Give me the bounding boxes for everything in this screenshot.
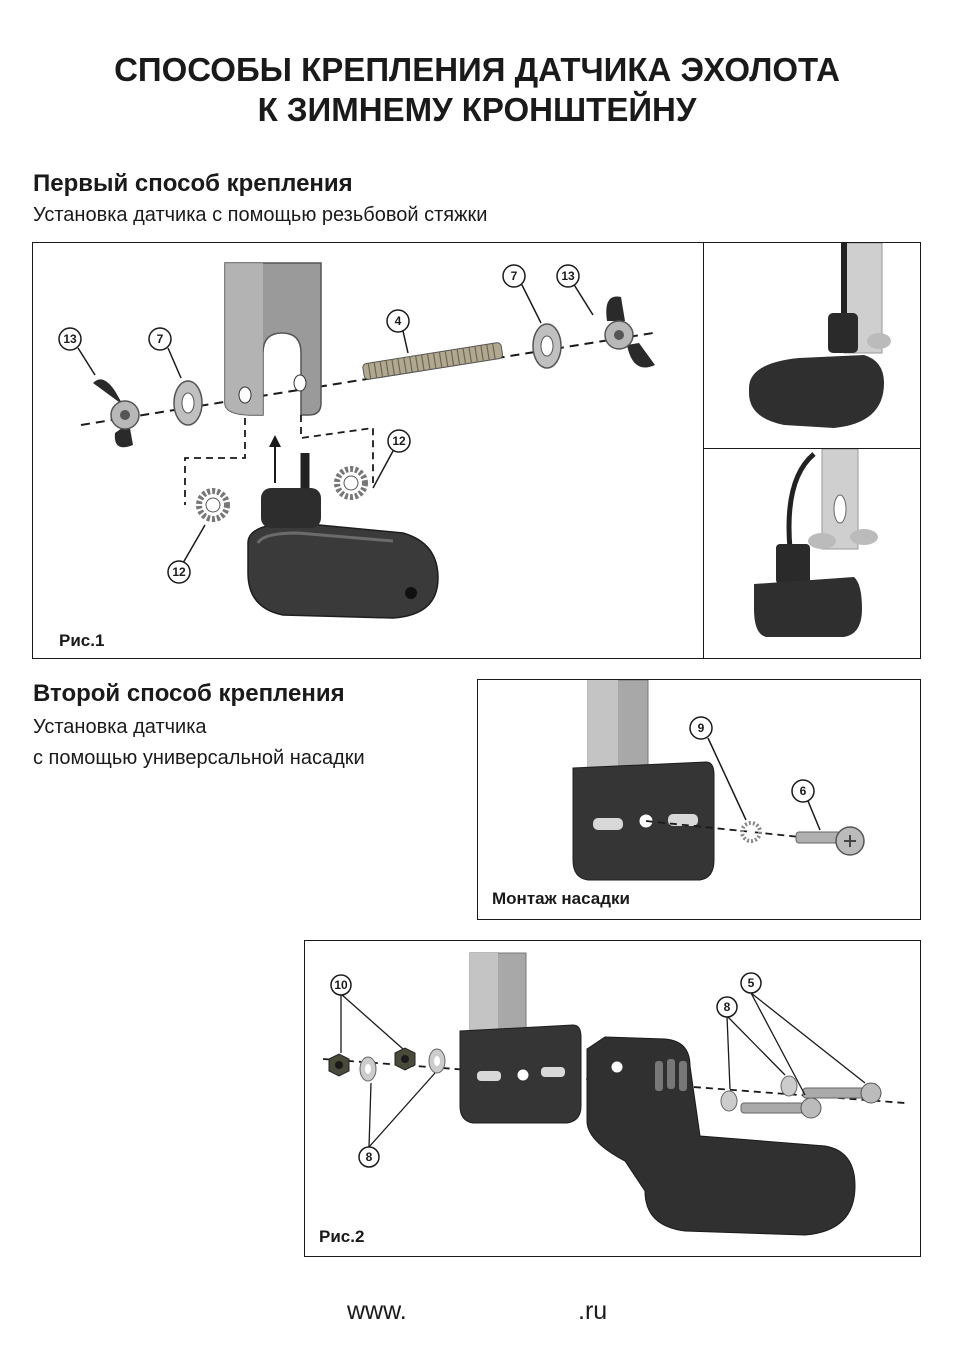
callout-8-washers-right: 8 — [716, 996, 738, 1018]
page-title: СПОСОБЫ КРЕПЛЕНИЯ ДАТЧИКА ЭХОЛОТА К ЗИМН… — [0, 50, 954, 130]
photo-mounted-side-view — [754, 448, 878, 637]
callout-9-lock-washer: 9 — [689, 716, 713, 740]
svg-text:6: 6 — [800, 784, 807, 798]
footer-url-suffix: .ru — [578, 1297, 608, 1325]
adapter-mount-caption: Монтаж насадки — [492, 889, 630, 908]
svg-text:8: 8 — [724, 1000, 731, 1014]
footer-url-prefix: www. — [347, 1297, 407, 1325]
callout-7-left: 7 — [148, 327, 172, 351]
method1-heading: Первый способ крепления — [33, 170, 353, 197]
photo-mounted-angle-view — [749, 242, 891, 428]
method2-subtitle-line1: Установка датчика — [33, 716, 207, 738]
svg-text:13: 13 — [63, 332, 77, 346]
svg-text:4: 4 — [395, 314, 402, 328]
callout-6-screw: 6 — [791, 779, 815, 803]
callout-4-rod: 4 — [386, 309, 410, 333]
figure1-photo-top — [703, 242, 921, 450]
figure1-frame: 13 7 4 7 13 12 12 Рис.1 — [32, 242, 704, 659]
svg-text:7: 7 — [511, 269, 518, 283]
adapter-mount-frame: 9 6 Монтаж насадки — [477, 679, 921, 920]
page-title-line2: К ЗИМНЕМУ КРОНШТЕЙНУ — [257, 91, 697, 128]
figure1-photo-bottom — [703, 448, 921, 659]
adapter-mount-illustration: 9 6 — [572, 679, 865, 881]
callout-10-nuts: 10 — [330, 974, 352, 996]
figure1-caption: Рис.1 — [59, 631, 105, 650]
callout-5-screws: 5 — [740, 972, 762, 994]
callout-13-right: 13 — [556, 264, 580, 288]
method1-subtitle: Установка датчика с помощью резьбовой ст… — [33, 204, 488, 226]
page-title-line1: СПОСОБЫ КРЕПЛЕНИЯ ДАТЧИКА ЭХОЛОТА — [114, 51, 840, 88]
callout-13-left: 13 — [58, 327, 82, 351]
svg-text:12: 12 — [392, 434, 406, 448]
figure1-illustration: 13 7 4 7 13 12 12 — [58, 262, 655, 619]
figure2-frame: 10 8 8 5 Рис.2 — [304, 940, 921, 1257]
figure2-caption: Рис.2 — [319, 1227, 365, 1246]
callout-12-left: 12 — [167, 560, 191, 584]
svg-text:12: 12 — [172, 565, 186, 579]
svg-text:9: 9 — [698, 721, 705, 735]
svg-text:10: 10 — [334, 978, 348, 992]
figure2-illustration: 10 8 8 5 — [322, 952, 906, 1236]
svg-text:7: 7 — [157, 332, 164, 346]
svg-text:5: 5 — [748, 976, 755, 990]
callout-7-right: 7 — [502, 264, 526, 288]
svg-text:13: 13 — [561, 269, 575, 283]
method2-subtitle-line2: с помощью универсальной насадки — [33, 747, 365, 769]
svg-text:8: 8 — [366, 1150, 373, 1164]
method2-heading: Второй способ крепления — [33, 680, 345, 707]
callout-12-right: 12 — [387, 429, 411, 453]
callout-8-washers-left: 8 — [358, 1146, 380, 1168]
